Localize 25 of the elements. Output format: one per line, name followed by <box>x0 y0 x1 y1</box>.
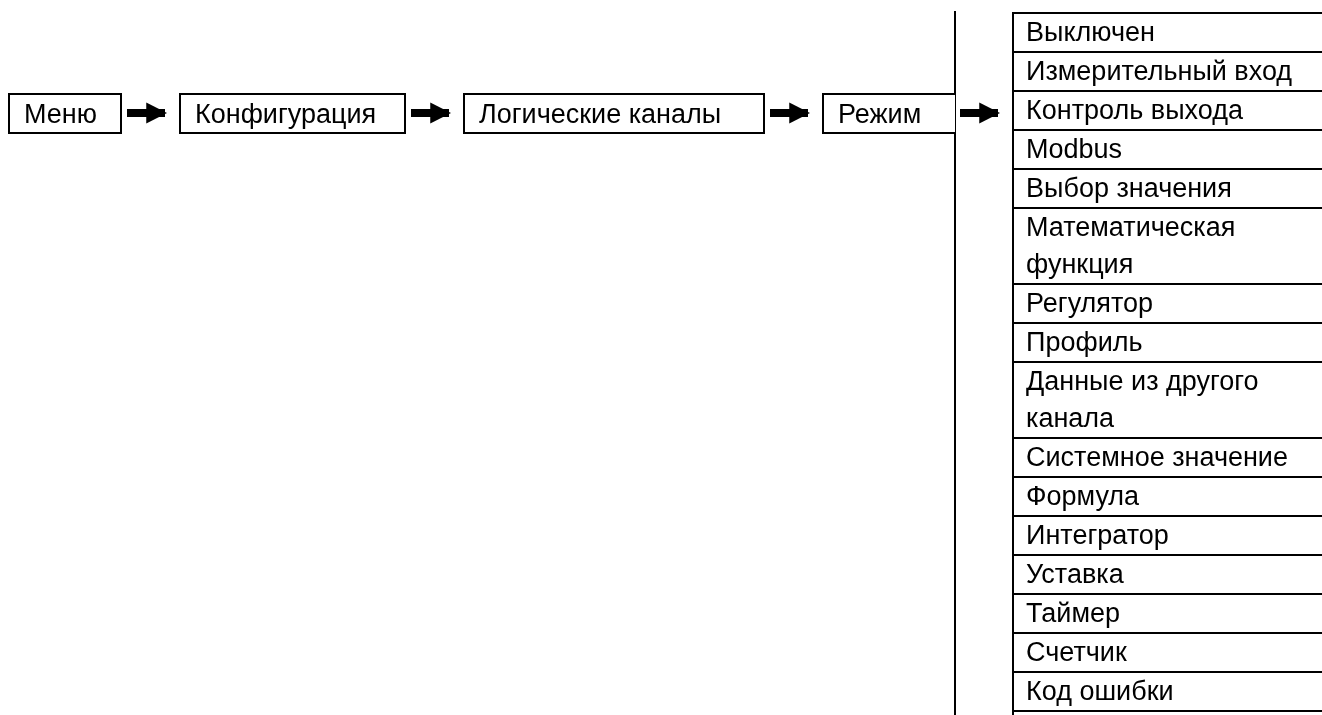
option-label: Таймер <box>1026 597 1120 630</box>
option-label: Формула <box>1026 480 1140 513</box>
menu-step-box <box>463 93 765 134</box>
option-label: Профиль <box>1026 326 1143 359</box>
option-list-panel <box>1012 12 1322 715</box>
menu-step-box <box>8 93 122 134</box>
step-label: Конфигурация <box>195 97 377 130</box>
option-label: Математическая функция <box>1026 211 1237 281</box>
option-label: Код ошибки <box>1026 675 1174 708</box>
option-label: Регулятор <box>1026 287 1154 320</box>
option-label: Данные из другого канала <box>1026 365 1260 435</box>
option-label: Измерительный вход <box>1026 55 1293 88</box>
step-label: Меню <box>24 97 97 130</box>
option-label: Контроль выхода <box>1026 94 1243 127</box>
option-label: Выключен <box>1026 16 1155 49</box>
option-label: Уставка <box>1026 558 1124 591</box>
option-label: Системное значение <box>1026 441 1288 474</box>
menu-step-box <box>822 93 955 134</box>
step-label: Режим <box>838 97 922 130</box>
option-label: Интегратор <box>1026 519 1169 552</box>
menu-step-box <box>179 93 406 134</box>
option-label: Счетчик <box>1026 636 1127 669</box>
step-label: Логические каналы <box>479 97 722 130</box>
option-label: Выбор значения <box>1026 172 1232 205</box>
option-label: Modbus <box>1026 133 1123 166</box>
